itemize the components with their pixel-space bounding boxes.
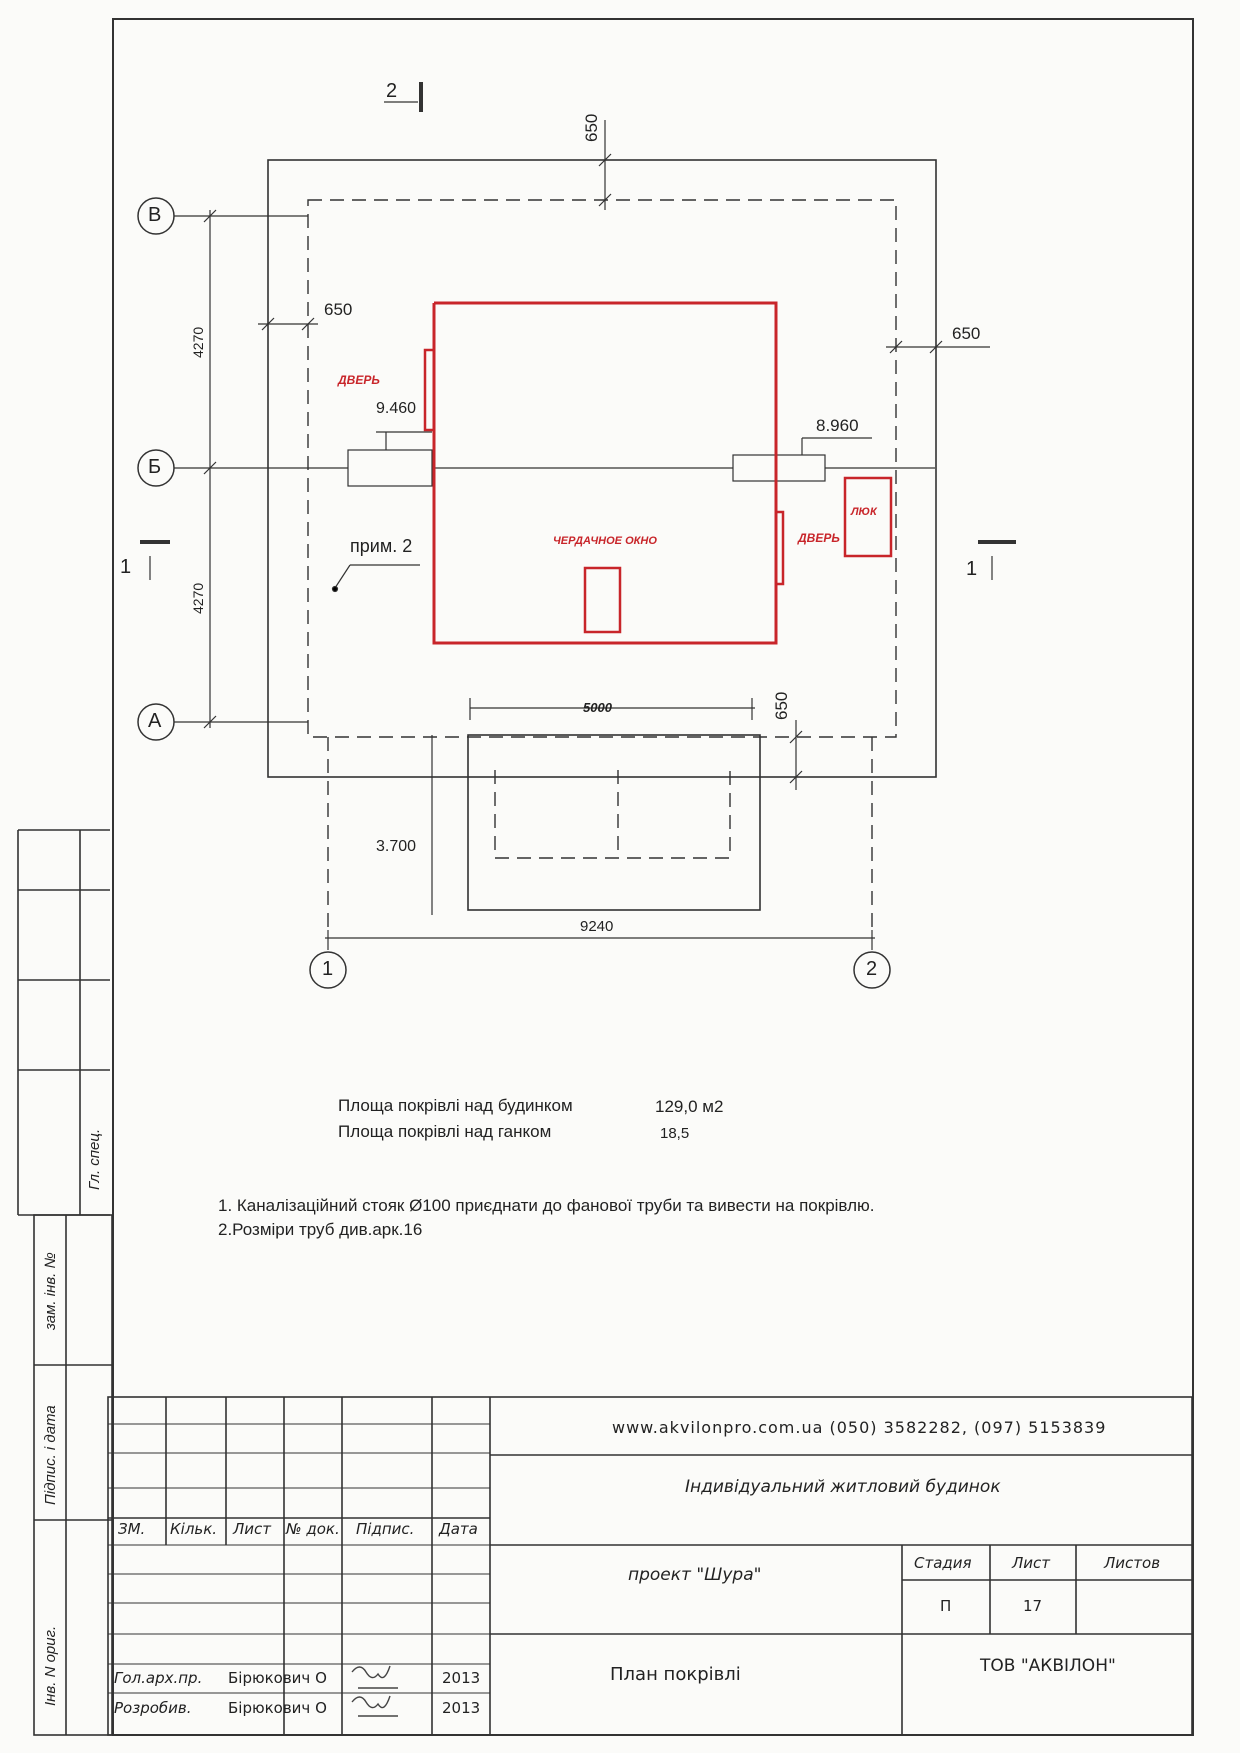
axis-label-a: А <box>148 710 162 732</box>
elevation-left: 9.460 <box>376 400 417 417</box>
dim-left-650: 650 <box>324 300 353 319</box>
axis-bubble-a <box>137 703 175 741</box>
website-contacts: www.akvilonpro.com.ua (050) 3582282, (09… <box>612 1418 1107 1437</box>
note-ref-label: прим. 2 <box>350 536 413 556</box>
door-left-label: ДВЕРЬ <box>338 373 380 387</box>
name-developer: Бірюкович О <box>228 1699 327 1717</box>
signature-1 <box>351 1665 398 1689</box>
signature-2 <box>351 1695 398 1717</box>
door-left-mark <box>423 348 436 432</box>
stage-value: П <box>940 1597 952 1615</box>
porch-dashed <box>494 770 731 859</box>
header-lyst: Лист <box>233 1520 272 1538</box>
section-mark-left: 1 <box>120 556 132 578</box>
hatch-label: ЛЮК <box>851 506 877 518</box>
area-porch-value: 18,5 <box>660 1125 690 1142</box>
axis-bubble-v <box>137 197 175 235</box>
axis-label-2: 2 <box>866 958 878 980</box>
year-chief-architect: 2013 <box>442 1669 481 1687</box>
elevation-right: 8.960 <box>816 416 859 435</box>
attic-room-outline <box>432 301 778 645</box>
area-porch-label: Площа покрівлі над ганком <box>338 1122 552 1141</box>
header-ndok: № док. <box>286 1520 340 1538</box>
header-data: Дата <box>439 1520 478 1538</box>
name-chief-architect: Бірюкович О <box>228 1669 327 1687</box>
axis-label-b: Б <box>148 456 162 478</box>
header-kilk: Кільк. <box>170 1520 218 1538</box>
sheets-header: Листов <box>1104 1554 1161 1572</box>
dim-9240: 9240 <box>580 918 614 935</box>
note-1: 1. Каналізаційний стояк Ø100 приєднати д… <box>218 1196 875 1215</box>
axis-bubble-2 <box>853 951 891 989</box>
sheet-header: Лист <box>1012 1554 1051 1572</box>
role-developer: Розробив. <box>114 1699 192 1717</box>
header-zm: ЗМ. <box>118 1520 146 1538</box>
section-mark-top: 2 <box>386 80 398 102</box>
project-name: проект "Шура" <box>628 1565 762 1585</box>
role-chief-architect: Гол.арх.пр. <box>114 1669 203 1687</box>
section-mark-right: 1 <box>966 558 978 580</box>
company-name: ТОВ "АКВІЛОН" <box>980 1656 1116 1676</box>
axis-label-v: В <box>148 204 162 226</box>
door-right-label: ДВЕРЬ <box>798 531 840 545</box>
dim-right-650: 650 <box>952 324 981 343</box>
elevation-porch: 3.700 <box>376 838 417 855</box>
year-developer: 2013 <box>442 1699 481 1717</box>
stage-header: Стадия <box>914 1554 972 1572</box>
hatch-mark <box>843 476 893 558</box>
area-house-label: Площа покрівлі над будинком <box>338 1096 573 1115</box>
dim-5000: 5000 <box>583 700 612 715</box>
porch-outline <box>467 734 761 911</box>
sheet-value: 17 <box>1023 1597 1043 1615</box>
door-right-mark <box>774 510 785 586</box>
header-pidpys: Підпис. <box>356 1520 415 1538</box>
area-house-value: 129,0 м2 <box>655 1097 724 1116</box>
note-2: 2.Розміри труб див.арк.16 <box>218 1220 423 1239</box>
axis-label-1: 1 <box>322 958 334 980</box>
attic-window-label: ЧЕРДАЧНОЕ ОКНО <box>553 535 657 547</box>
sheet-title: План покрівлі <box>610 1664 741 1685</box>
axis-bubble-1 <box>309 951 347 989</box>
object-title: Індивідуальний житловий будинок <box>685 1477 1001 1497</box>
axis-bubble-b <box>137 449 175 487</box>
attic-window-mark <box>583 566 622 634</box>
